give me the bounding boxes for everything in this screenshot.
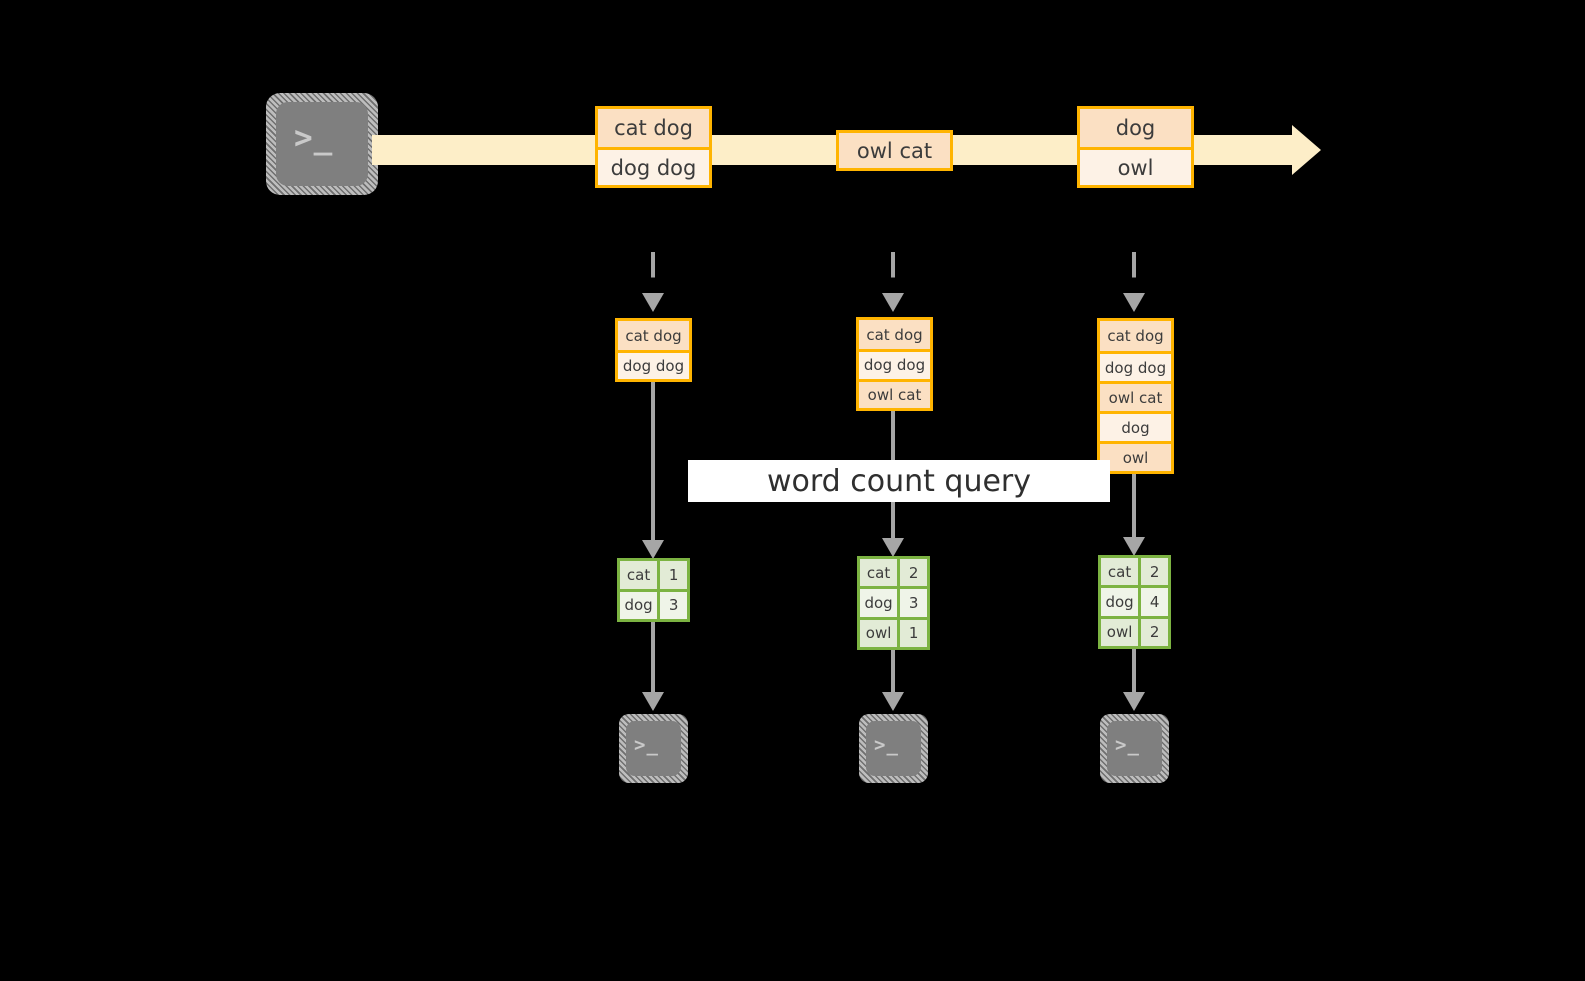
sink-flow-arrowhead [642,692,664,711]
terminal-face [866,721,921,776]
result-word-cell: cat [860,559,901,587]
snapshot-tap-arrowhead [642,293,664,312]
result-count-cell: 1 [900,619,927,647]
snapshot-tap-arrowhead [882,293,904,312]
result-table: cat 2 dog 3 owl 1 [857,556,930,650]
snapshot-tap-line [891,252,895,296]
query-flow-arrowhead [882,538,904,557]
terminal-face [276,102,368,186]
snapshot-record: owl cat [859,378,930,408]
sink-flow-arrowhead [1123,692,1145,711]
terminal-face [626,721,681,776]
sink-terminal-icon: >_ [619,714,688,783]
snapshot-tap-line [1132,252,1136,296]
snapshot-record-list: cat dog dog dog owl cat dog owl [1097,318,1174,474]
result-row: cat 2 [1101,558,1168,586]
snapshot-record-list: cat dog dog dog [615,318,692,382]
query-flow-line [651,382,655,545]
sink-terminal-icon: >_ [1100,714,1169,783]
result-row: owl 1 [860,616,927,647]
source-terminal-icon: >_ [266,93,378,195]
query-label: word count query [688,460,1110,502]
result-row: dog 3 [620,588,687,619]
stream-record: dog [1080,109,1191,147]
query-flow-arrowhead [642,540,664,559]
result-count-cell: 4 [1141,588,1168,616]
query-flow-line [1132,474,1136,542]
result-table: cat 2 dog 4 owl 2 [1098,555,1171,649]
result-count-cell: 3 [900,589,927,617]
result-table: cat 1 dog 3 [617,558,690,622]
result-word-cell: owl [860,619,901,647]
result-row: owl 2 [1101,615,1168,646]
snapshot-record-list: cat dog dog dog owl cat [856,317,933,411]
result-word-cell: cat [620,561,661,589]
stream-record: dog dog [598,147,709,185]
result-count-cell: 2 [1141,618,1168,646]
sink-terminal-icon: >_ [859,714,928,783]
snapshot-record: cat dog [618,321,689,350]
snapshot-record: dog dog [859,349,930,379]
result-row: dog 4 [1101,585,1168,616]
sink-flow-line [1132,649,1136,697]
terminal-face [1107,721,1162,776]
result-count-cell: 2 [900,559,927,587]
sink-flow-line [651,622,655,697]
stream-record: owl cat [839,133,950,168]
snapshot-record: cat dog [859,320,930,350]
result-word-cell: owl [1101,618,1142,646]
stream-arrow-head [1292,125,1321,175]
result-count-cell: 2 [1141,558,1168,586]
result-row: cat 1 [620,561,687,589]
terminal-prompt-glyph: >_ [1115,734,1140,756]
snapshot-record: dog dog [1100,351,1171,381]
snapshot-tap-line [651,252,655,296]
query-flow-arrowhead [1123,537,1145,556]
stream-record: owl [1080,147,1191,185]
stream-record-group: owl cat [836,130,953,171]
stream-record-group: dog owl [1077,106,1194,188]
snapshot-record: owl cat [1100,381,1171,411]
snapshot-record: dog [1100,411,1171,441]
result-count-cell: 1 [660,561,687,589]
terminal-prompt-glyph: >_ [874,734,899,756]
snapshot-record: owl [1100,441,1171,471]
result-word-cell: dog [620,591,661,619]
stream-record-group: cat dog dog dog [595,106,712,188]
result-row: cat 2 [860,559,927,587]
snapshot-record: cat dog [1100,321,1171,351]
result-word-cell: cat [1101,558,1142,586]
snapshot-tap-arrowhead [1123,293,1145,312]
result-row: dog 3 [860,586,927,617]
terminal-prompt-glyph: >_ [634,734,659,756]
sink-flow-line [891,650,895,697]
result-count-cell: 3 [660,591,687,619]
sink-flow-arrowhead [882,692,904,711]
result-word-cell: dog [1101,588,1142,616]
snapshot-record: dog dog [618,350,689,379]
result-word-cell: dog [860,589,901,617]
stream-record: cat dog [598,109,709,147]
terminal-prompt-glyph: >_ [294,120,334,156]
